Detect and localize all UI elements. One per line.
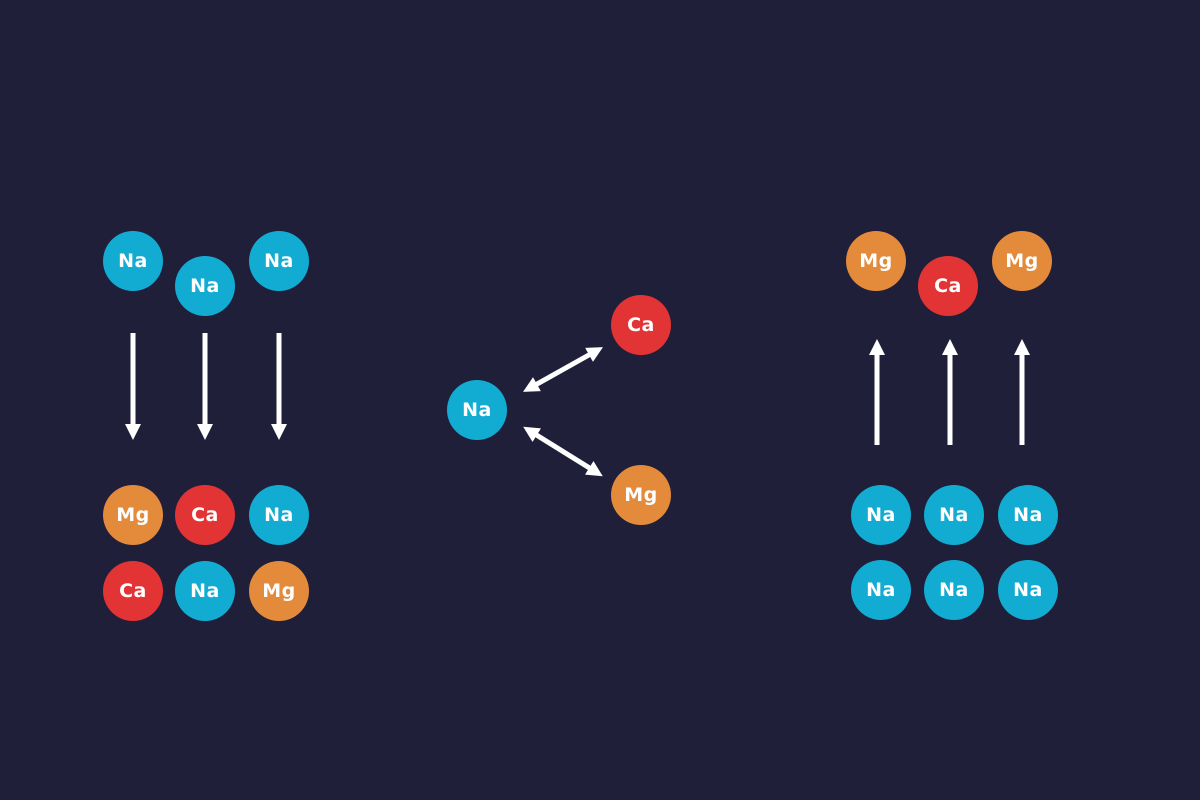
ion-label: Na <box>264 250 294 272</box>
ion-na: Na <box>175 256 235 316</box>
ion-ca: Ca <box>918 256 978 316</box>
ion-mg: Mg <box>103 485 163 545</box>
ion-label: Ca <box>627 314 655 336</box>
ion-label: Na <box>939 504 969 526</box>
ion-label: Na <box>939 579 969 601</box>
ion-label: Mg <box>262 580 296 602</box>
ion-mg: Mg <box>611 465 671 525</box>
double-arrow-na-ca <box>523 347 603 392</box>
ion-label: Na <box>1013 579 1043 601</box>
ion-na: Na <box>447 380 507 440</box>
ion-mg: Mg <box>992 231 1052 291</box>
ion-label: Na <box>118 250 148 272</box>
ion-na: Na <box>249 231 309 291</box>
ion-label: Na <box>866 579 896 601</box>
ion-label: Na <box>190 580 220 602</box>
ion-label: Na <box>190 275 220 297</box>
ion-label: Na <box>264 504 294 526</box>
ion-label: Ca <box>119 580 147 602</box>
ion-ca: Ca <box>103 561 163 621</box>
ion-label: Mg <box>1005 250 1039 272</box>
ion-na: Na <box>851 485 911 545</box>
ion-na: Na <box>851 560 911 620</box>
double-arrow-na-mg <box>523 426 603 477</box>
ion-label: Na <box>1013 504 1043 526</box>
ion-na: Na <box>924 560 984 620</box>
ion-na: Na <box>175 561 235 621</box>
ion-na: Na <box>249 485 309 545</box>
ion-mg: Mg <box>846 231 906 291</box>
ion-na: Na <box>924 485 984 545</box>
ion-label: Na <box>866 504 896 526</box>
ion-na: Na <box>998 485 1058 545</box>
ion-na: Na <box>103 231 163 291</box>
ion-label: Ca <box>934 275 962 297</box>
ion-na: Na <box>998 560 1058 620</box>
ion-label: Ca <box>191 504 219 526</box>
ion-label: Mg <box>859 250 893 272</box>
ion-mg: Mg <box>249 561 309 621</box>
ion-label: Mg <box>624 484 658 506</box>
ion-label: Mg <box>116 504 150 526</box>
ion-ca: Ca <box>611 295 671 355</box>
ion-ca: Ca <box>175 485 235 545</box>
ion-label: Na <box>462 399 492 421</box>
